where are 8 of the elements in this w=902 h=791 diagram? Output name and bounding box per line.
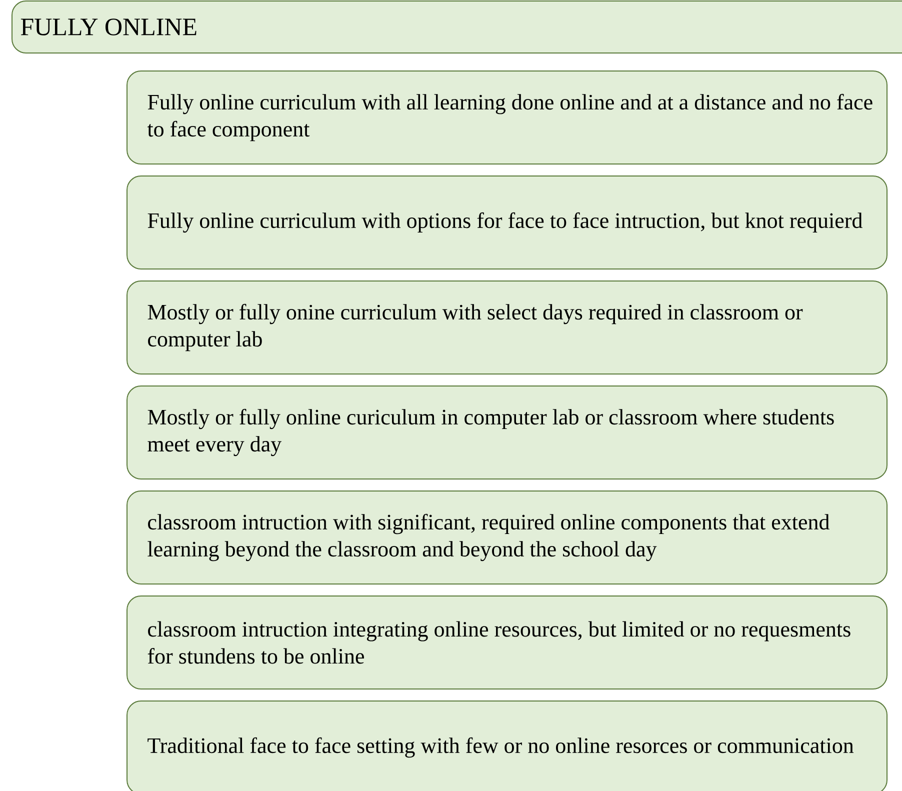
header-band: FULLY ONLINE	[12, 0, 902, 54]
level-box: classroom intruction integrating online resources, but limited or no requesments for stundens to be online	[126, 596, 888, 690]
level-box: Fully online curriculum with options for face to face intruction, but knot requierd	[126, 176, 888, 270]
level-box: classroom intruction with significant, required online components that extend learning beyond the classroom and beyond the school day	[126, 490, 888, 584]
level-box: Fully online curriculum with all learning done online and at a distance and no face to face component	[126, 70, 888, 164]
level-box: Mostly or fully onine curriculum with select days required in classroom or computer lab	[126, 280, 888, 374]
level-box: Traditional face to face setting with few or no online resorces or communication	[126, 700, 888, 791]
level-box: Mostly or fully online curiculum in computer lab or classroom where students meet every day	[126, 386, 888, 480]
